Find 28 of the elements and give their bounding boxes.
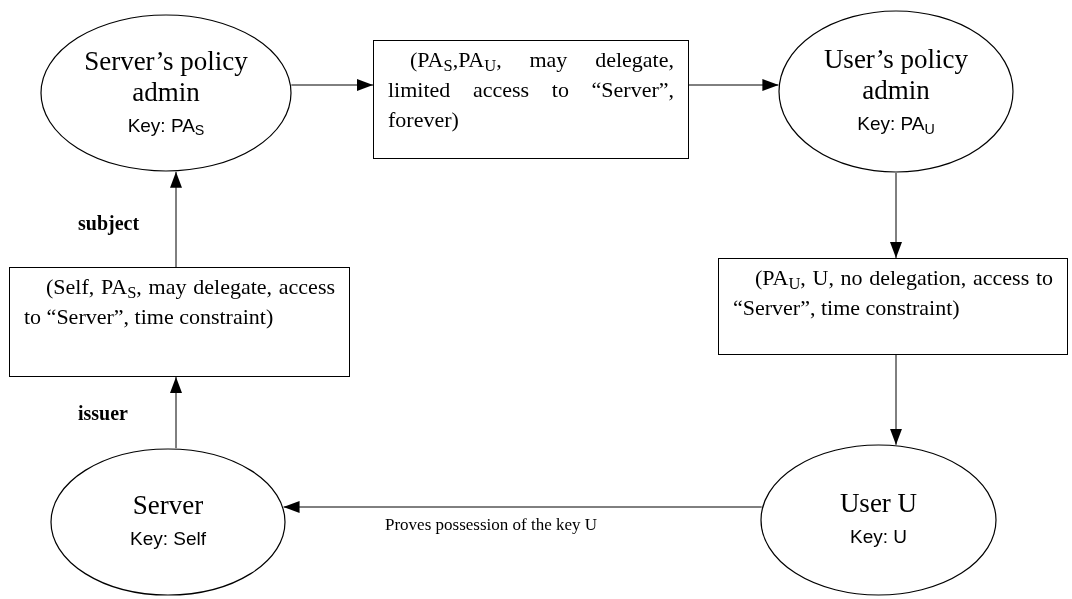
arrow <box>890 354 902 446</box>
node-title: User U <box>838 488 919 520</box>
statement-text: (PA$_{U}$, U, no delegation, access to “Server”, time constraint) <box>733 264 1053 322</box>
ellipse-node <box>50 448 286 596</box>
ellipse-node <box>760 444 997 596</box>
edge-label: Proves possession of the key U <box>385 514 597 536</box>
arrow <box>283 501 763 513</box>
edge-label: issuer <box>78 401 128 426</box>
arrow <box>890 172 902 259</box>
statement-box <box>373 40 689 159</box>
arrow <box>290 79 374 91</box>
key-label: Key: U <box>850 525 907 550</box>
ellipse-node <box>40 14 292 172</box>
arrow <box>170 171 182 268</box>
node-title: Server <box>131 490 205 522</box>
node-title: User’s policy admin <box>822 44 970 107</box>
statement-box <box>718 258 1068 355</box>
statement-text: (Self, PA$_{S}$, may delegate, access to “Server”, time constraint) <box>24 273 335 331</box>
arrow <box>170 376 182 449</box>
statement-box <box>9 267 350 377</box>
key-label: Key: Self <box>129 527 206 552</box>
arrow <box>688 79 779 91</box>
key-label: Key: PA$_{S}$ <box>127 113 205 141</box>
key-label: Key: PA$_{U}$ <box>857 112 935 139</box>
ellipse-node <box>778 10 1014 173</box>
statement-text: (PA$_{S}$,PA$_{U}$, may delegate, limited access to “Server”, forever) <box>388 46 674 134</box>
node-title: Server’s policy admin <box>83 45 249 108</box>
edge-label: subject <box>78 211 140 237</box>
